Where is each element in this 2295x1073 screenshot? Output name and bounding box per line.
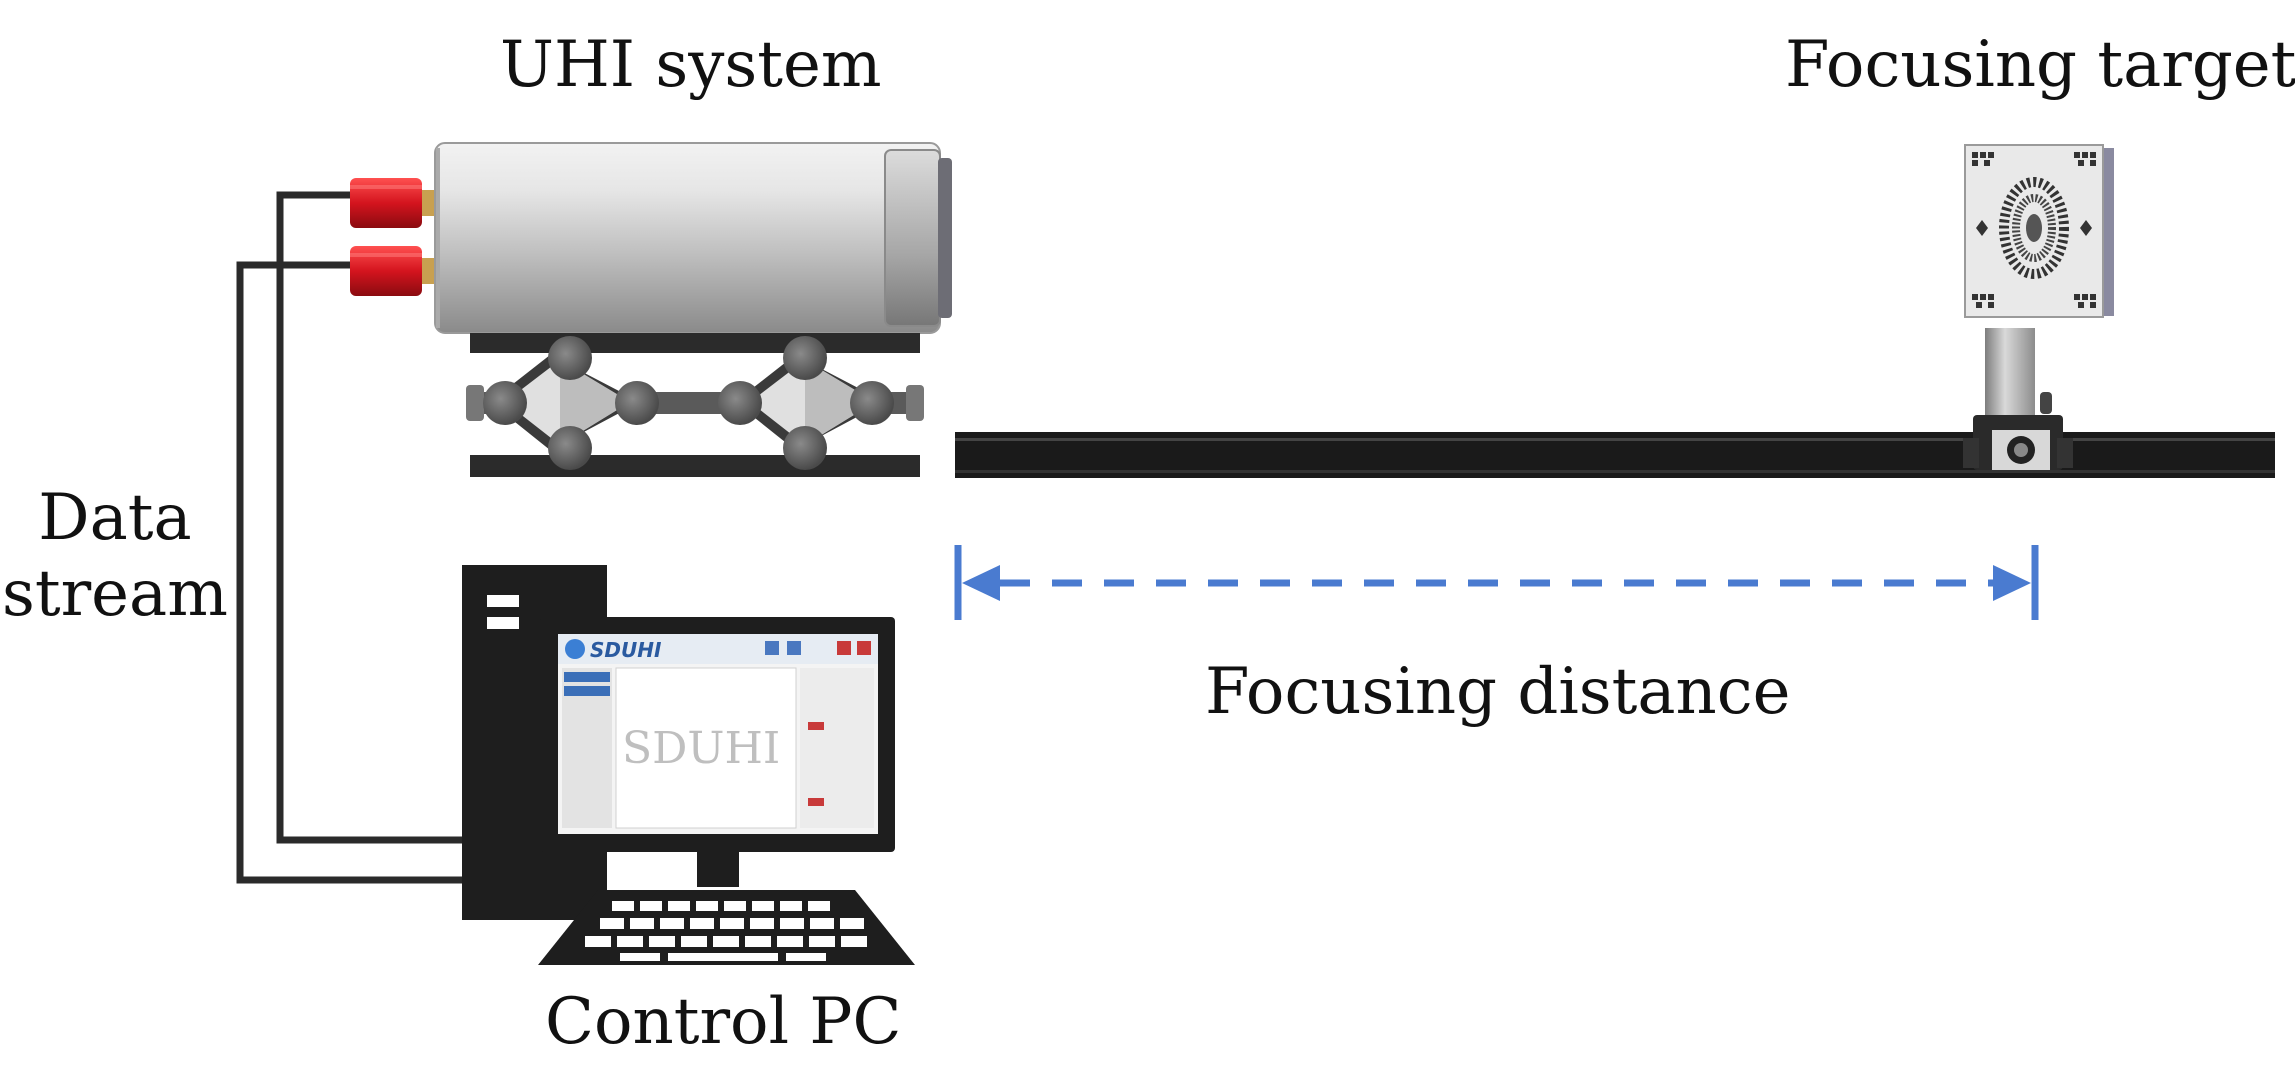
uhi-housing <box>434 142 941 334</box>
focusing-target-label: Focusing target <box>1785 28 2295 102</box>
uhi-system <box>350 142 952 477</box>
data-stream-label-line2: stream <box>2 557 228 631</box>
data-stream-label: Data stream <box>2 480 228 632</box>
connector-top <box>350 178 438 228</box>
uhi-system-label: UHI system <box>500 28 882 102</box>
screen-watermark: SDUHI <box>622 723 780 774</box>
focusing-distance-label: Focusing distance <box>1205 655 1791 729</box>
data-stream-cables <box>236 191 462 884</box>
screen-brand: SDUHI <box>590 638 662 662</box>
scissor-mount <box>466 333 924 477</box>
control-pc: SDUHI SDUHI <box>462 565 915 965</box>
control-pc-label: Control PC <box>545 985 902 1059</box>
optical-rail <box>955 432 2275 478</box>
data-stream-label-line1: Data <box>38 481 192 555</box>
focusing-target <box>1963 144 2114 470</box>
connector-bottom <box>350 246 438 296</box>
focusing-distance-arrow <box>954 545 2039 620</box>
